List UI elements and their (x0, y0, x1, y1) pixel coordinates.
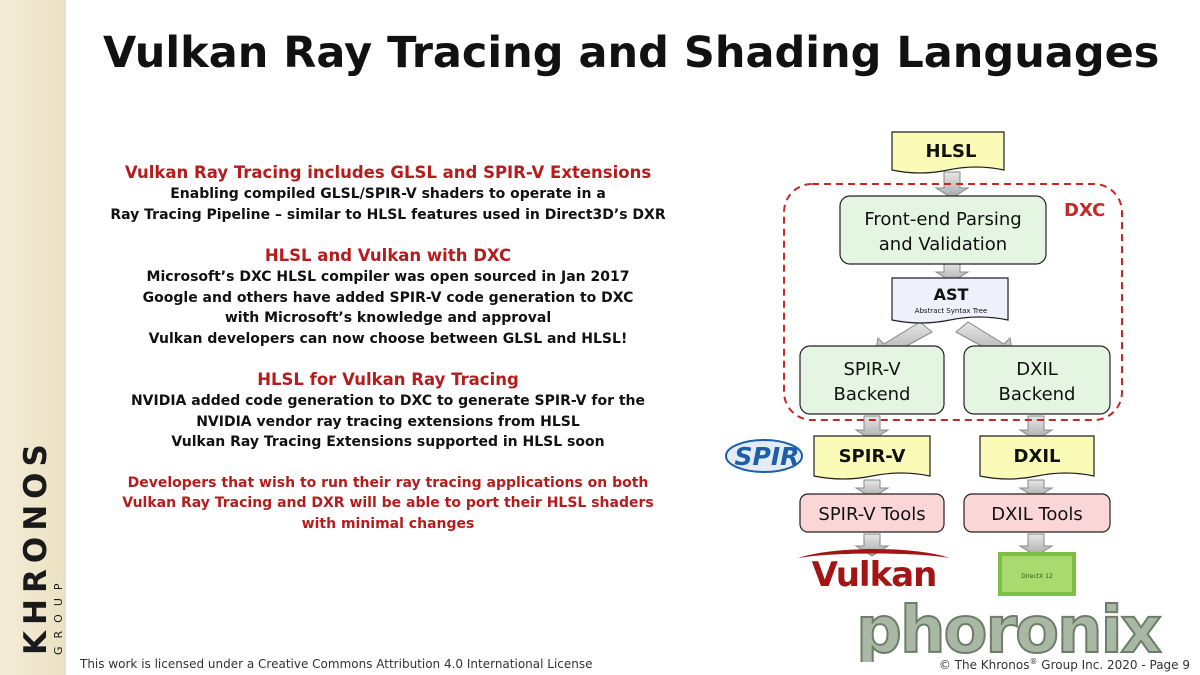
frontend-line1: Front-end Parsing (864, 209, 1021, 230)
vulkan-wordmark: Vulkan (812, 555, 937, 590)
section-hlsl-vulkan-dxc: HLSL and Vulkan with DXC Microsoft’s DXC… (90, 245, 686, 349)
spir-logo: SPIR (725, 439, 803, 473)
section-line: Enabling compiled GLSL/SPIR-V shaders to… (170, 186, 606, 202)
spirv-output-box (813, 435, 931, 480)
section-heading: HLSL and Vulkan with DXC (264, 246, 512, 265)
section-line: Vulkan Ray Tracing Extensions supported … (171, 434, 605, 450)
closing-note: Developers that wish to run their ray tr… (90, 473, 686, 535)
arrow-frontend-ast (934, 263, 970, 283)
frontend-line2: and Validation (879, 234, 1007, 255)
dxc-flow-diagram: DXC HLSL Front-end Parsing and Validatio… (783, 131, 1123, 557)
section-line: Vulkan developers can now choose between… (148, 330, 628, 347)
dxc-boundary (783, 183, 1123, 421)
section-ray-tracing-extensions: Vulkan Ray Tracing includes GLSL and SPI… (90, 162, 686, 225)
hlsl-label: HLSL (926, 141, 977, 162)
spirv-tools-label: SPIR-V Tools (818, 504, 925, 525)
section-line: NVIDIA vendor ray tracing extensions fro… (196, 413, 580, 430)
vulkan-logo: Vulkan (798, 549, 950, 590)
section-line: NVIDIA added code generation to DXC to g… (130, 393, 646, 409)
closing-line: with minimal changes (301, 515, 475, 532)
khronos-wordmark: KHRONOS (18, 438, 54, 655)
phoronix-watermark: phoronix (855, 596, 1164, 662)
license-footer: This work is licensed under a Creative C… (80, 657, 593, 671)
dxil-output-box (979, 435, 1095, 480)
section-heading: HLSL for Vulkan Ray Tracing (257, 370, 519, 389)
ast-label: AST (934, 285, 969, 304)
dxil-tools-box (963, 493, 1111, 533)
sidebar-band (0, 0, 66, 675)
section-hlsl-ray-tracing: HLSL for Vulkan Ray Tracing NVIDIA added… (90, 369, 686, 453)
spirv-backend-box (799, 345, 945, 415)
khronos-group-label: GROUP (52, 575, 65, 655)
spirv-backend-line1: SPIR-V (843, 359, 901, 380)
dxil-output-label: DXIL (1014, 446, 1061, 467)
ast-box (891, 277, 1009, 324)
dxil-backend-line2: Backend (999, 384, 1076, 405)
arrow-hlsl-frontend (934, 171, 970, 199)
section-line: with Microsoft’s knowledge and approval (224, 310, 552, 326)
directx-logo: DirectX 12 (998, 552, 1076, 596)
closing-line: Vulkan Ray Tracing and DXR will be able … (122, 495, 654, 511)
arrow-dxil-dxil-tools (1018, 479, 1054, 499)
ast-sublabel: Abstract Syntax Tree (915, 307, 988, 315)
section-line: Microsoft’s DXC HLSL compiler was open s… (146, 269, 630, 285)
dxil-tools-label: DXIL Tools (991, 504, 1083, 525)
spirv-output-label: SPIR-V (839, 446, 906, 467)
closing-line: Developers that wish to run their ray tr… (127, 474, 649, 491)
section-heading: Vulkan Ray Tracing includes GLSL and SPI… (124, 163, 652, 182)
dxil-backend-line1: DXIL (1016, 359, 1058, 380)
spirv-tools-box (799, 493, 945, 533)
khronos-vertical-logo: KHRONOS GROUP (18, 438, 65, 655)
directx-wordmark: DirectX 12 (1021, 573, 1053, 580)
arrow-dxil-backend-dxil (1018, 415, 1054, 441)
spirv-backend-line2: Backend (834, 384, 911, 405)
arrow-spirv-backend-spirv (854, 415, 890, 441)
slide-body: Vulkan Ray Tracing includes GLSL and SPI… (90, 162, 686, 554)
phoronix-wordmark: phoronix (856, 596, 1161, 662)
registered-mark: ® (1029, 657, 1038, 666)
section-line: Ray Tracing Pipeline – similar to HLSL f… (110, 206, 666, 223)
section-line: Google and others have added SPIR-V code… (142, 289, 634, 306)
slide-title: Vulkan Ray Tracing and Shading Languages (103, 28, 1160, 78)
dxc-label: DXC (1064, 200, 1105, 221)
dxil-backend-box (963, 345, 1111, 415)
spir-wordmark: SPIR (735, 442, 800, 471)
arrow-dxil-tools-directx (1018, 533, 1054, 557)
hlsl-box (891, 131, 1005, 174)
copyright-suffix: Group Inc. 2020 - Page 9 (1037, 658, 1190, 672)
arrow-spirv-spirv-tools (854, 479, 890, 499)
copyright-prefix: © The Khronos (938, 658, 1030, 672)
copyright-footer: © The Khronos® Group Inc. 2020 - Page 9 (939, 657, 1190, 672)
frontend-box (839, 195, 1047, 265)
